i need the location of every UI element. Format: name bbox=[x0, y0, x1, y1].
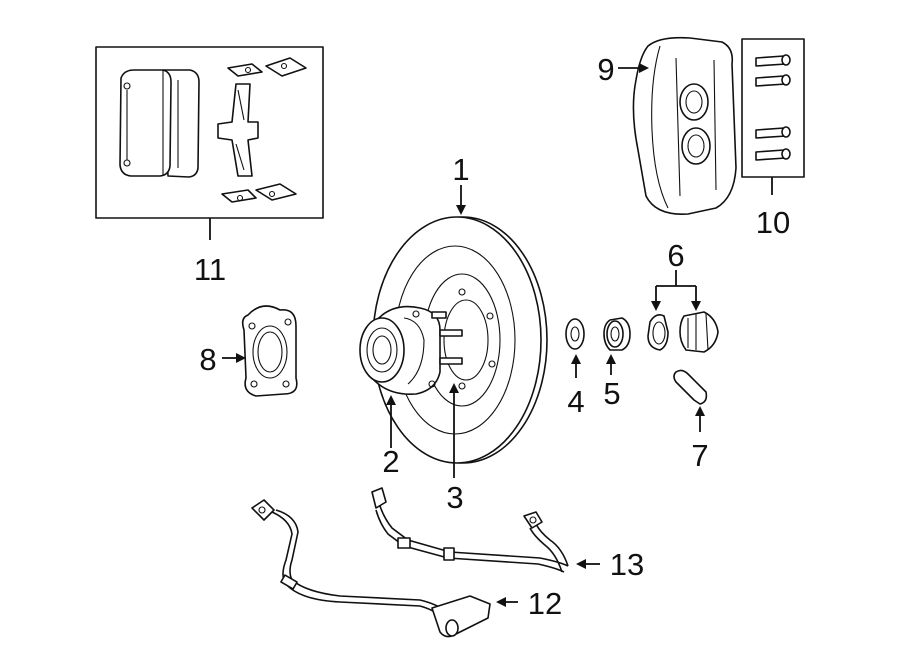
brake-rotor: 1 bbox=[372, 152, 548, 464]
cotter-pin: 7 bbox=[673, 369, 709, 473]
arrow-2 bbox=[386, 395, 396, 405]
nut-retainer-set: 6 bbox=[647, 238, 719, 353]
hub-bearing: 2 3 bbox=[359, 305, 464, 515]
arrow-8 bbox=[236, 353, 246, 363]
brake-hose-left: 12 bbox=[251, 499, 562, 638]
callout-8: 8 bbox=[199, 342, 216, 377]
callout-9: 9 bbox=[597, 52, 614, 87]
callout-1: 1 bbox=[452, 152, 469, 187]
callout-10: 10 bbox=[756, 205, 790, 240]
arrow-5 bbox=[606, 354, 616, 364]
arrow-4 bbox=[571, 354, 581, 364]
arrow-6b bbox=[691, 301, 701, 311]
pad-clip-set bbox=[217, 57, 307, 203]
arrow-1 bbox=[456, 205, 466, 215]
callout-7: 7 bbox=[691, 438, 708, 473]
brake-pad-kit: 11 bbox=[95, 46, 324, 287]
callout-2: 2 bbox=[382, 444, 399, 479]
hub-nut: 5 bbox=[603, 317, 631, 411]
callout-13: 13 bbox=[610, 547, 644, 582]
callout-4: 4 bbox=[567, 384, 584, 419]
callout-6: 6 bbox=[667, 238, 684, 273]
arrow-13 bbox=[576, 559, 586, 569]
arrow-9 bbox=[639, 63, 649, 73]
wheel-stud bbox=[439, 329, 463, 337]
callout-5: 5 bbox=[603, 376, 620, 411]
callout-3: 3 bbox=[446, 480, 463, 515]
arrow-12 bbox=[496, 597, 506, 607]
dust-shield: 8 bbox=[199, 305, 298, 397]
arrow-7 bbox=[695, 406, 705, 416]
brake-pad-set bbox=[119, 69, 200, 178]
brake-caliper: 9 bbox=[597, 36, 737, 215]
callout-12: 12 bbox=[528, 586, 562, 621]
washer: 4 bbox=[565, 318, 585, 419]
caliper-bolt-set: 10 bbox=[741, 38, 805, 240]
arrow-3 bbox=[449, 383, 459, 393]
brake-hose-right: 13 bbox=[371, 487, 644, 582]
arrow-6a bbox=[651, 301, 661, 311]
callout-11: 11 bbox=[194, 252, 226, 287]
